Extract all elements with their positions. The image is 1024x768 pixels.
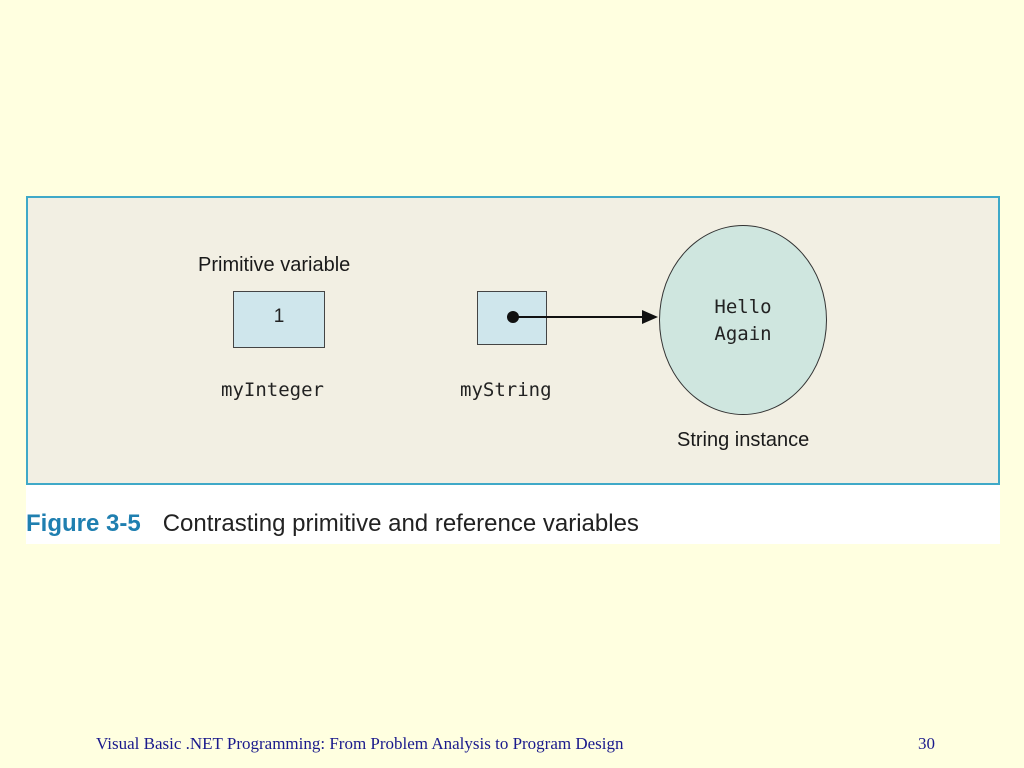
string-instance-label: String instance — [677, 429, 810, 451]
figure: Primitive variable 1 myInteger myString … — [26, 196, 1000, 544]
figure-caption-text: Contrasting primitive and reference vari… — [162, 510, 639, 537]
string-variable-name: myString — [460, 379, 552, 401]
integer-value-box: 1 — [233, 291, 325, 348]
string-value-line1: Hello — [714, 296, 772, 318]
integer-value: 1 — [273, 306, 285, 327]
diagram-panel: Primitive variable 1 myInteger myString … — [26, 196, 1000, 485]
page-number: 30 — [918, 734, 935, 753]
string-instance-value: Hello Again — [660, 294, 826, 348]
arrowhead-icon — [642, 310, 658, 324]
string-value-line2: Again — [714, 323, 772, 345]
reference-arrow — [507, 310, 658, 324]
figure-caption: Figure 3-5 Contrasting primitive and refe… — [26, 510, 639, 538]
string-instance-ellipse: Hello Again — [659, 225, 827, 415]
figure-number: Figure 3-5 — [26, 510, 141, 537]
primitive-variable-label: Primitive variable — [198, 254, 351, 276]
integer-variable-name: myInteger — [221, 379, 324, 401]
footer-title: Visual Basic .NET Programming: From Prob… — [96, 734, 624, 753]
